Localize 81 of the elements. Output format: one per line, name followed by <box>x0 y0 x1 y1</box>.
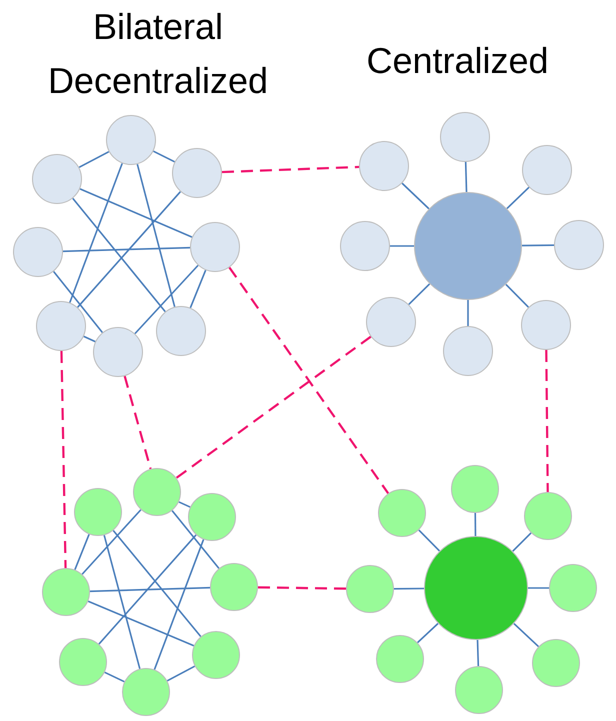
connector-line <box>153 150 175 163</box>
node-circle <box>172 148 222 198</box>
node-circle <box>378 489 426 537</box>
connector-line <box>74 534 90 570</box>
node-circle <box>346 565 394 613</box>
connector-line <box>72 198 166 312</box>
node-circle <box>106 115 156 165</box>
node-circle <box>521 300 571 350</box>
node-circle <box>522 145 572 195</box>
connector-line <box>154 539 204 670</box>
dashed-connector <box>222 166 360 174</box>
node-circle <box>188 493 236 541</box>
dashed-connector <box>176 336 372 479</box>
connector-line <box>136 164 176 308</box>
connector-line <box>53 271 103 333</box>
group-heading: Bilateral Decentralized <box>46 5 270 103</box>
connector-line <box>505 284 529 308</box>
node-circle <box>190 222 240 272</box>
dashed-connector <box>60 350 67 568</box>
connector-line <box>417 622 439 644</box>
connector-line <box>90 586 210 592</box>
connector-line <box>464 162 468 192</box>
node-circle <box>210 563 258 611</box>
connector-line <box>528 587 549 589</box>
connector-line <box>112 530 202 637</box>
node-circle <box>376 635 424 683</box>
connector-line <box>78 150 110 168</box>
node-circle <box>443 326 493 376</box>
node-circle <box>455 666 503 714</box>
connector-line <box>134 264 199 334</box>
connector-line <box>83 336 96 342</box>
connector-line <box>513 622 540 648</box>
node-circle <box>549 564 597 612</box>
node-circle <box>93 327 143 377</box>
node-circle <box>36 301 86 351</box>
node-circle <box>74 488 122 536</box>
connector-line <box>88 600 194 646</box>
dashed-connector <box>228 266 390 494</box>
node-circle <box>59 638 107 686</box>
node-circle <box>524 492 572 540</box>
connector-line <box>476 640 480 666</box>
connector-line <box>166 666 196 682</box>
connector-line <box>77 191 181 308</box>
node-circle <box>156 306 206 356</box>
connector-line <box>394 588 424 590</box>
connector-line <box>408 283 430 305</box>
connector-line <box>80 188 192 238</box>
dashed-connector <box>545 350 549 492</box>
dashed-connector <box>124 376 152 470</box>
connector-line <box>69 163 123 303</box>
connector-line <box>178 501 190 508</box>
node-circle <box>32 154 82 204</box>
node-circle <box>42 568 90 616</box>
connector-line <box>190 270 206 308</box>
node-circle <box>133 468 181 516</box>
connector-line <box>82 509 142 575</box>
connector-line <box>474 513 476 536</box>
connector-line <box>62 246 190 252</box>
connector-line <box>522 244 554 246</box>
connector-line <box>506 186 530 210</box>
connector-line <box>402 182 430 210</box>
connector-line <box>171 510 220 569</box>
dashed-connector <box>258 586 346 590</box>
connector-line <box>98 534 197 645</box>
node-circle <box>13 227 63 277</box>
node-circle <box>440 112 490 162</box>
node-circle <box>340 221 390 271</box>
node-circle <box>192 631 240 679</box>
node-circle <box>122 668 170 716</box>
connector-line <box>390 245 414 247</box>
connector-line <box>104 672 125 682</box>
node-circle <box>359 141 409 191</box>
connector-line <box>418 530 440 552</box>
group-heading: Centralized <box>365 39 550 83</box>
connector-line <box>512 532 532 552</box>
node-circle <box>532 639 580 687</box>
node-circle <box>366 297 416 347</box>
connector-line <box>103 534 141 670</box>
node-circle <box>554 220 604 270</box>
connector-line <box>467 300 469 326</box>
node-circle <box>451 465 499 513</box>
